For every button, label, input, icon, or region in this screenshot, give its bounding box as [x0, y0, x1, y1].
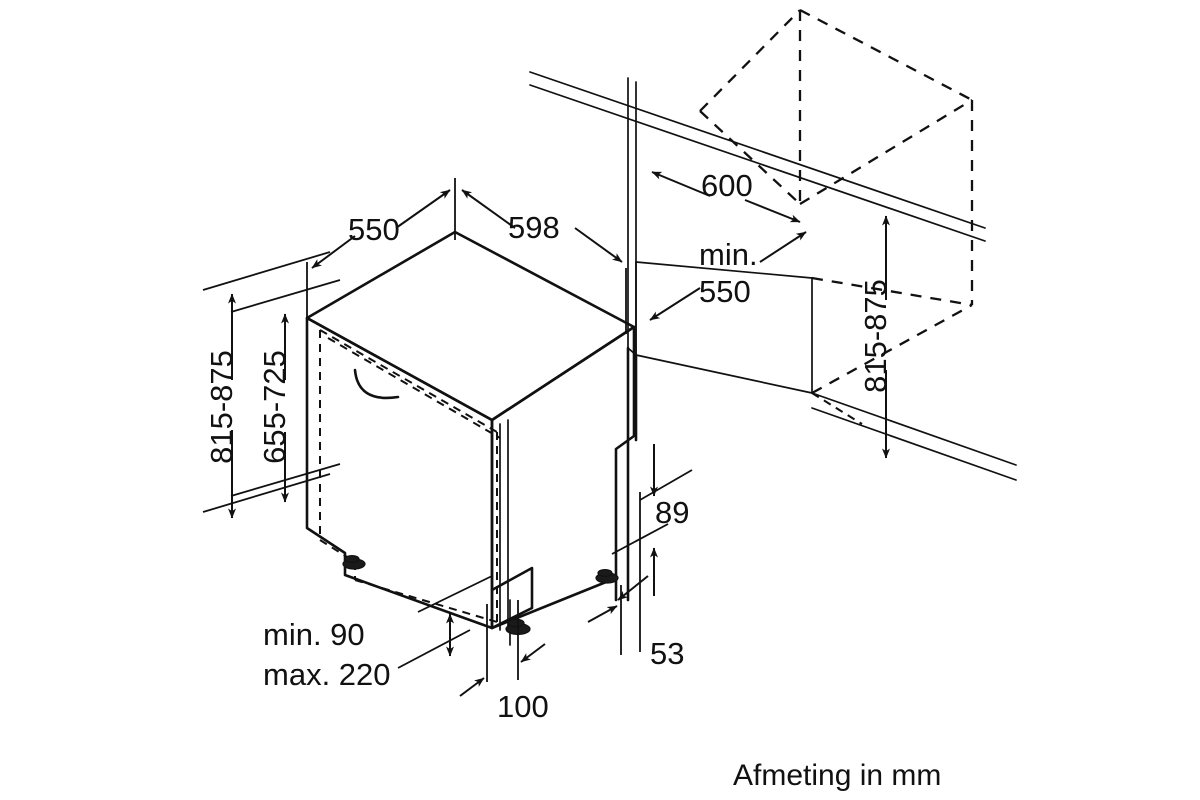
- label-598-width: 598: [508, 210, 560, 245]
- dimension-600-niche-width: [651, 171, 801, 223]
- right-worktop-assembly: [529, 71, 1017, 481]
- label-min-90: min. 90: [263, 617, 365, 652]
- dimension-plinth-height: [397, 575, 493, 669]
- dimension-598-width: [461, 189, 627, 334]
- label-550-depth: 550: [348, 212, 400, 247]
- label-815-875-right: 815-875: [858, 279, 893, 393]
- dimension-550-depth: [306, 178, 456, 322]
- dimension-min-550-niche-depth: [649, 231, 807, 321]
- label-815-875-left: 815-875: [204, 350, 239, 464]
- cabinet-side-panel: [626, 77, 638, 602]
- label-100: 100: [497, 689, 549, 724]
- label-min-prefix: min.: [699, 237, 758, 272]
- label-600-niche-width: 600: [701, 168, 753, 203]
- niche-dashed-outline-upper: [699, 8, 974, 305]
- label-89: 89: [655, 495, 689, 530]
- niche-base-shelf: [635, 261, 813, 394]
- label-655-725-left: 655-725: [257, 350, 292, 464]
- niche-dashed-outline-lower: [811, 276, 973, 425]
- dimension-100: [459, 600, 546, 697]
- units-caption: Afmeting in mm: [733, 759, 941, 792]
- label-53: 53: [650, 636, 684, 671]
- dimension-53: [587, 492, 649, 655]
- label-min-550-niche-depth: 550: [699, 274, 751, 309]
- label-max-220: max. 220: [263, 657, 391, 692]
